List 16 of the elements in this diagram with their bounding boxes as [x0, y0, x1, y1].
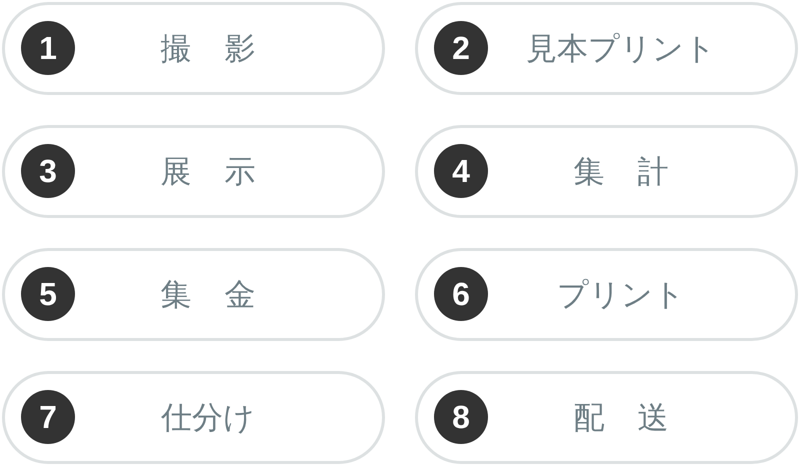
step-number: 3 — [21, 144, 75, 198]
step-number: 6 — [434, 267, 488, 321]
step-label: 展示 — [160, 154, 256, 190]
step-label: 仕分け — [161, 400, 255, 436]
step-label: 集金 — [160, 276, 256, 312]
step-number: 5 — [21, 267, 75, 321]
step-label: 配送 — [574, 400, 668, 436]
step-number: 4 — [434, 144, 488, 198]
step-label: 集計 — [574, 154, 668, 190]
step-label: 撮影 — [160, 30, 256, 66]
step-number: 7 — [21, 390, 75, 444]
step-number: 1 — [21, 21, 75, 75]
step-label: プリント — [557, 276, 685, 312]
step-label: 見本プリント — [526, 30, 716, 66]
step-number: 2 — [434, 21, 488, 75]
step-number: 8 — [434, 390, 488, 444]
